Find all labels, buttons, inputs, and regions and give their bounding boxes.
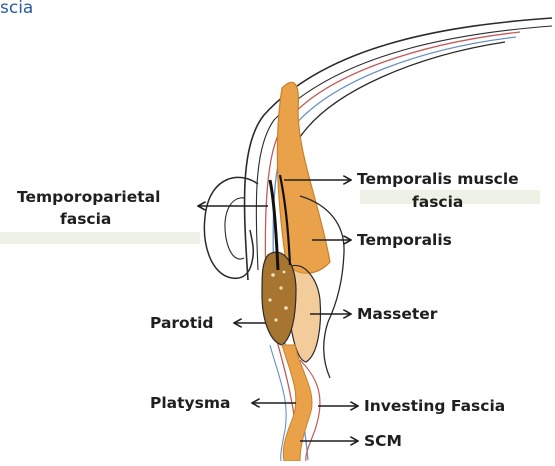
fascia-inner-line — [298, 42, 505, 140]
temporalis-muscle — [277, 82, 330, 273]
label-parotid: Parotid — [150, 314, 214, 332]
label-temporalis: Temporalis — [357, 231, 452, 249]
label-masseter: Masseter — [357, 305, 438, 323]
label-temporoparietal-2: fascia — [60, 210, 111, 228]
label-scm: SCM — [364, 432, 402, 450]
label-platysma: Platysma — [150, 394, 230, 412]
ear — [204, 177, 258, 278]
label-temporalis-fascia-1: Temporalis muscle — [357, 170, 519, 188]
label-temporalis-fascia-2: fascia — [412, 193, 463, 211]
page-title-fragment: scia — [0, 0, 33, 18]
label-investing-fascia: Investing Fascia — [364, 397, 505, 415]
label-temporoparietal-1: Temporoparietal — [17, 188, 160, 206]
ghost-band-left — [0, 232, 200, 244]
